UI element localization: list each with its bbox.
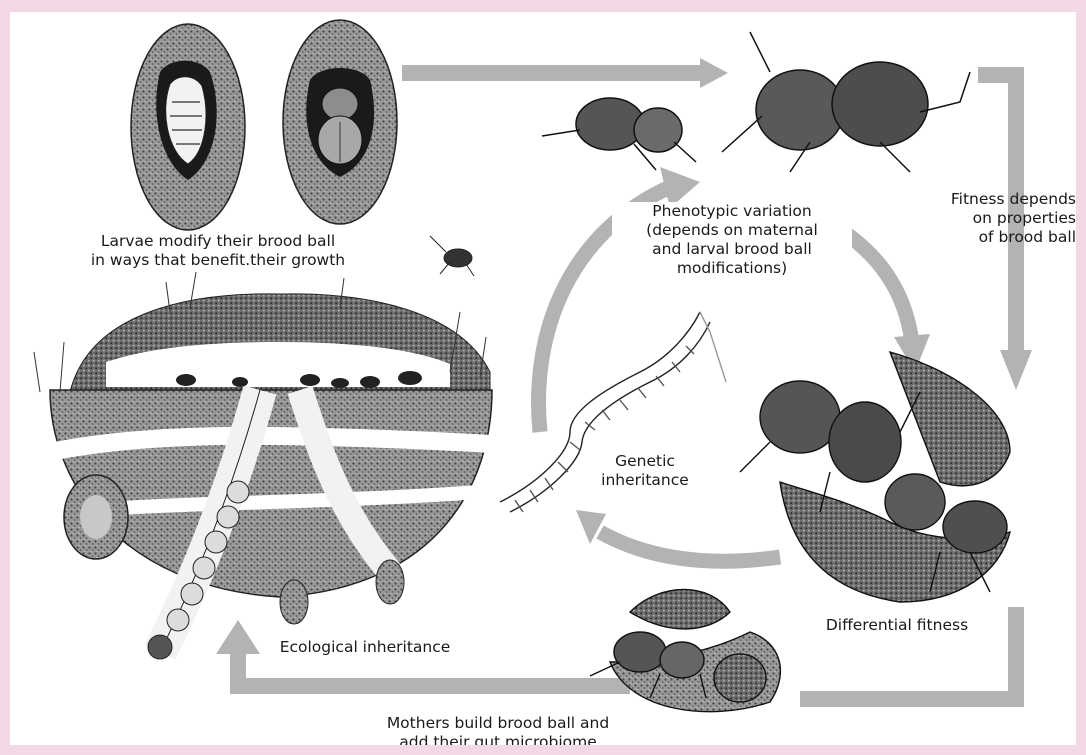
- brood-ball-pupa: [283, 20, 397, 224]
- fitness-depends-label: Fitness depends on properties of brood b…: [926, 190, 1076, 247]
- fitness-label-line2: on properties: [926, 209, 1076, 228]
- genetic-inheritance-label: Genetic inheritance: [590, 452, 700, 490]
- arrow-right-head: [1000, 350, 1032, 390]
- illustration: [10, 12, 1076, 745]
- differential-fitness-label: Differential fitness: [802, 616, 992, 635]
- arrow-left-head: [216, 620, 260, 654]
- mothers-build-label: Mothers build brood ball and add their g…: [348, 714, 648, 745]
- phenotypic-label-line4: modifications): [612, 259, 852, 278]
- fitness-label-line1: Fitness depends: [926, 190, 1076, 209]
- diagram-panel: Larvae modify their brood ball in ways t…: [10, 12, 1076, 745]
- phenotypic-label-line2: (depends on maternal: [612, 221, 852, 240]
- phenotypic-label-line1: Phenotypic variation: [612, 202, 852, 221]
- arrow-left-shaft: [230, 652, 246, 694]
- cycle-arrow-left: [600, 532, 780, 561]
- fitness-label-line3: of brood ball: [926, 228, 1076, 247]
- arrow-bottom-shaft: [800, 691, 1024, 707]
- adult-beetles-top: [542, 32, 970, 172]
- mothers-label-line2: add their gut microbiome: [348, 733, 648, 745]
- mothers-label-line1: Mothers build brood ball and: [348, 714, 648, 733]
- brood-ball-larva: [131, 24, 245, 230]
- small-beetle: [430, 236, 474, 276]
- larvae-label: Larvae modify their brood ball in ways t…: [68, 232, 368, 270]
- soil-section: [34, 272, 492, 659]
- larvae-label-line1: Larvae modify their brood ball: [68, 232, 368, 251]
- arrow-bottom-left: [230, 678, 630, 694]
- ecological-inheritance-label: Ecological inheritance: [265, 638, 465, 657]
- genetic-label-line2: inheritance: [590, 471, 700, 490]
- genetic-label-line1: Genetic: [590, 452, 700, 471]
- arrow-top-head: [700, 58, 728, 88]
- phenotypic-variation-label: Phenotypic variation (depends on materna…: [612, 202, 852, 278]
- larvae-label-line2: in ways that benefit.their growth: [68, 251, 368, 270]
- arrow-top-shaft: [402, 65, 702, 81]
- phenotypic-label-line3: and larval brood ball: [612, 240, 852, 259]
